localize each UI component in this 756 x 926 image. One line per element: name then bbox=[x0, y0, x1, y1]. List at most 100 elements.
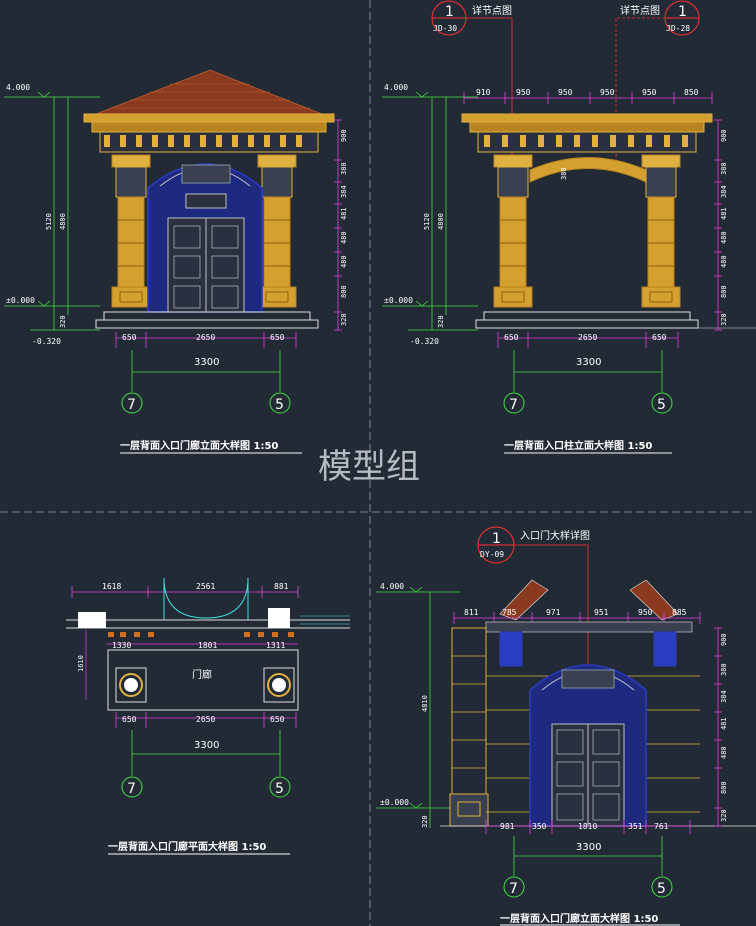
axis-bubble-5 bbox=[651, 392, 673, 414]
tdim-1: 950 bbox=[516, 88, 531, 97]
bdim-1: 2650 bbox=[196, 715, 215, 724]
rdim-0: 900 bbox=[720, 129, 728, 142]
wall-block-left bbox=[78, 612, 106, 628]
rdim-4: 480 bbox=[720, 231, 728, 244]
axis-bubble-5 bbox=[651, 876, 673, 898]
rdim-4: 480 bbox=[340, 231, 348, 244]
tdim-0: 1618 bbox=[102, 582, 121, 591]
room-label: 门廊 bbox=[192, 668, 212, 681]
vdim-total: 5120 bbox=[423, 213, 431, 230]
panel-elevation-top-right: 1 JD-30 详节点图 1 JD-28 详节点图 910 950 950 95… bbox=[382, 0, 756, 454]
watermark: 模型组 bbox=[318, 447, 420, 487]
column-left bbox=[493, 154, 533, 308]
axis-label-7: 7 bbox=[127, 397, 136, 413]
panel-elevation-bottom-right: 1 DY-09 入口门大样详图 811 785 971 951 950 885 bbox=[376, 526, 756, 926]
bdim-0: 981 bbox=[500, 822, 515, 831]
tdim-5: 850 bbox=[684, 88, 699, 97]
rdim-0: 900 bbox=[340, 129, 348, 142]
vdim-main: 4810 bbox=[421, 695, 429, 712]
axis-label-5: 5 bbox=[657, 397, 666, 413]
callout-ref: DY-09 bbox=[480, 550, 504, 559]
bdim-2: 650 bbox=[270, 715, 285, 724]
axis-label-7: 7 bbox=[509, 881, 518, 897]
callout-label: 入口门大样详图 bbox=[520, 529, 590, 542]
tdim-4: 950 bbox=[642, 88, 657, 97]
panel-title: 一层背面入口门廊立面大样图 1:50 bbox=[120, 439, 278, 452]
column-plan-right bbox=[263, 667, 295, 703]
panel-elevation-top-left: 4.000 ±0.000 -0.320 5120 4800 320 bbox=[4, 69, 348, 454]
idim-1: 1801 bbox=[198, 641, 217, 650]
callout-right-label: 详节点图 bbox=[620, 4, 660, 17]
level-top: 4.000 bbox=[6, 83, 30, 92]
rdim-2: 384 bbox=[720, 185, 728, 198]
panel-title: 一层背面入口柱立面大样图 1:50 bbox=[504, 439, 652, 452]
porch-slab bbox=[107, 649, 299, 711]
callout-right-ref: JD-28 bbox=[666, 24, 690, 33]
tdim-2: 950 bbox=[558, 88, 573, 97]
callout-left-num: 1 bbox=[445, 4, 454, 20]
total-dim: 3300 bbox=[194, 357, 219, 368]
idim-2: 1311 bbox=[266, 641, 285, 650]
bdim-0: 650 bbox=[504, 333, 519, 342]
arch-beam bbox=[529, 157, 647, 183]
bdim-0: 650 bbox=[122, 333, 137, 342]
callout-right-num: 1 bbox=[678, 4, 687, 20]
rdim-1: 380 bbox=[720, 663, 728, 676]
tdim-1: 2561 bbox=[196, 582, 215, 591]
vdim-total: 5120 bbox=[45, 213, 53, 230]
axis-label-5: 5 bbox=[275, 781, 284, 797]
axis-label-7: 7 bbox=[509, 397, 518, 413]
level-zero: ±0.000 bbox=[380, 798, 409, 807]
tdim-1: 785 bbox=[502, 608, 517, 617]
arch-ornament bbox=[181, 164, 231, 184]
bdim-2: 1810 bbox=[578, 822, 597, 831]
tdim-3: 951 bbox=[594, 608, 609, 617]
rdim-1: 380 bbox=[720, 162, 728, 175]
bracket-right bbox=[653, 631, 677, 667]
level-top: 4.000 bbox=[380, 582, 404, 591]
bdim-1: 2650 bbox=[578, 333, 597, 342]
vdim-main: 4800 bbox=[59, 213, 67, 230]
bdim-2: 650 bbox=[652, 333, 667, 342]
axis-bubble-7 bbox=[121, 776, 143, 798]
tdim-5: 885 bbox=[672, 608, 687, 617]
bdim-2: 650 bbox=[270, 333, 285, 342]
level-zero: ±0.000 bbox=[6, 296, 35, 305]
rdim-7: 320 bbox=[720, 809, 728, 822]
rdim-2: 384 bbox=[340, 185, 348, 198]
tdim-2: 971 bbox=[546, 608, 561, 617]
rdim-7: 320 bbox=[720, 313, 728, 326]
callout-left-ref: JD-30 bbox=[433, 24, 457, 33]
callout-left-label: 详节点图 bbox=[472, 4, 512, 17]
small-dim: 380 bbox=[560, 167, 568, 180]
rdim-3: 481 bbox=[720, 717, 728, 730]
callout-num: 1 bbox=[492, 531, 501, 547]
pilaster-left bbox=[451, 627, 487, 795]
cornice bbox=[461, 113, 713, 123]
rdim-6: 800 bbox=[720, 781, 728, 794]
level-top: 4.000 bbox=[384, 83, 408, 92]
tdim-2: 881 bbox=[274, 582, 289, 591]
panel-plan-bottom-left: 1618 2561 881 1330 1801 1311 bbox=[66, 577, 350, 855]
side-dim: 1610 bbox=[77, 655, 85, 672]
rdim-3: 481 bbox=[340, 207, 348, 220]
rdim-0: 900 bbox=[720, 633, 728, 646]
column-right bbox=[257, 154, 297, 308]
axis-label-7: 7 bbox=[127, 781, 136, 797]
level-ground: -0.320 bbox=[32, 337, 61, 346]
bdim-1: 2650 bbox=[196, 333, 215, 342]
bdim-3: 351 bbox=[628, 822, 643, 831]
bdim-4: 761 bbox=[654, 822, 669, 831]
axis-bubble-5 bbox=[269, 392, 291, 414]
level-zero: ±0.000 bbox=[384, 296, 413, 305]
axis-label-5: 5 bbox=[657, 881, 666, 897]
tdim-4: 950 bbox=[638, 608, 653, 617]
rdim-6: 800 bbox=[340, 285, 348, 298]
rdim-3: 481 bbox=[720, 207, 728, 220]
axis-bubble-5 bbox=[269, 776, 291, 798]
rdim-5: 480 bbox=[720, 255, 728, 268]
total-dim: 3300 bbox=[576, 357, 601, 368]
vdim-main: 4800 bbox=[437, 213, 445, 230]
